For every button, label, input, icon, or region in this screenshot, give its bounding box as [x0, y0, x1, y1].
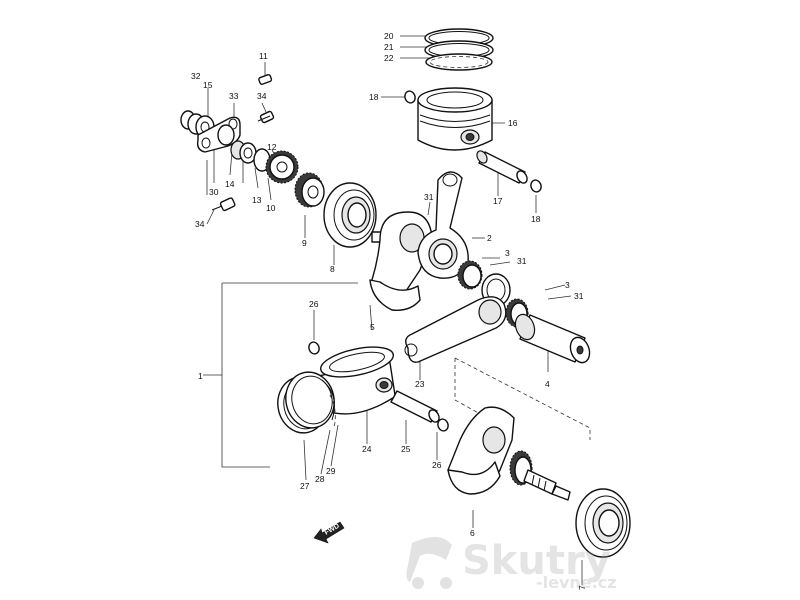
callout-30: 30 — [209, 187, 219, 197]
crankshaft-right-shaft — [523, 469, 571, 501]
callout-32: 32 — [191, 71, 201, 81]
fwd-arrow-icon: FWD — [313, 521, 345, 544]
callout-4: 4 — [545, 379, 550, 389]
callout-28: 28 — [315, 474, 325, 484]
callout-16: 16 — [508, 118, 518, 128]
watermark-line1: Skutry — [462, 538, 611, 584]
crank-pin-shaft — [514, 313, 591, 364]
callout-6: 6 — [470, 528, 475, 538]
callout-8: 8 — [330, 264, 335, 274]
callout-34-upper: 34 — [257, 91, 267, 101]
connecting-rod-lower — [404, 296, 507, 363]
callout-29: 29 — [326, 466, 336, 476]
callout-12: 12 — [267, 142, 277, 152]
callout-11: 11 — [259, 51, 268, 61]
callout-18-lower: 18 — [531, 214, 541, 224]
callout-13: 13 — [252, 195, 262, 205]
circlip-upper-right — [530, 179, 542, 193]
callout-31-middle: 31 — [517, 256, 527, 266]
callout-34-lower: 34 — [195, 219, 205, 229]
piston-pin-lower — [390, 390, 440, 423]
callout-labels: 1 2 3 3 4 5 6 7 8 9 10 11 12 13 14 15 16… — [191, 31, 587, 590]
main-bearing-left — [323, 182, 377, 248]
callout-20: 20 — [384, 31, 394, 41]
callout-2: 2 — [487, 233, 492, 243]
drive-gear — [265, 150, 299, 184]
callout-3-upper: 3 — [505, 248, 510, 258]
circlip-lower-top — [308, 341, 320, 355]
timing-sprocket — [294, 172, 325, 208]
piston-lower — [318, 346, 396, 415]
callout-26-upper: 26 — [309, 299, 319, 309]
callout-27: 27 — [300, 481, 310, 491]
piston-pin-upper — [476, 150, 528, 184]
leader-lines — [203, 35, 591, 585]
callout-18-upper: 18 — [369, 92, 379, 102]
callout-23: 23 — [415, 379, 425, 389]
circlip-upper-left — [404, 90, 416, 104]
bolt-upper — [257, 110, 275, 124]
callout-31-upper: 31 — [424, 192, 434, 202]
callout-24: 24 — [362, 444, 372, 454]
callout-14: 14 — [225, 179, 235, 189]
callout-9: 9 — [302, 238, 307, 248]
callout-31-lower: 31 — [574, 291, 584, 301]
watermark-line2: -levne.cz — [536, 573, 617, 592]
connecting-rod-upper — [417, 171, 469, 279]
piston-ring-set-upper — [424, 28, 494, 71]
cam-chain-sprocket-assembly — [180, 110, 271, 172]
crankshaft-right — [447, 406, 515, 495]
callout-10: 10 — [266, 203, 276, 213]
circlip-lower-right — [437, 418, 449, 432]
woodruff-key — [258, 73, 273, 85]
watermark-logo: Skutry -levne.cz — [406, 536, 617, 592]
callout-5: 5 — [370, 322, 375, 332]
callout-7: 7 — [577, 585, 587, 590]
callout-33: 33 — [229, 91, 239, 101]
callout-22: 22 — [384, 53, 394, 63]
crankshaft-left — [369, 211, 433, 311]
callout-26-lower: 26 — [432, 460, 442, 470]
main-bearing-right — [575, 488, 631, 558]
callout-17: 17 — [493, 196, 503, 206]
callout-1: 1 — [198, 371, 203, 381]
piston-ring-set-lower — [277, 371, 336, 434]
callout-15: 15 — [203, 80, 213, 90]
callout-25: 25 — [401, 444, 411, 454]
piston-upper — [417, 87, 493, 151]
callout-21: 21 — [384, 42, 394, 52]
callout-3-lower: 3 — [565, 280, 570, 290]
bolt-lower — [211, 197, 236, 212]
